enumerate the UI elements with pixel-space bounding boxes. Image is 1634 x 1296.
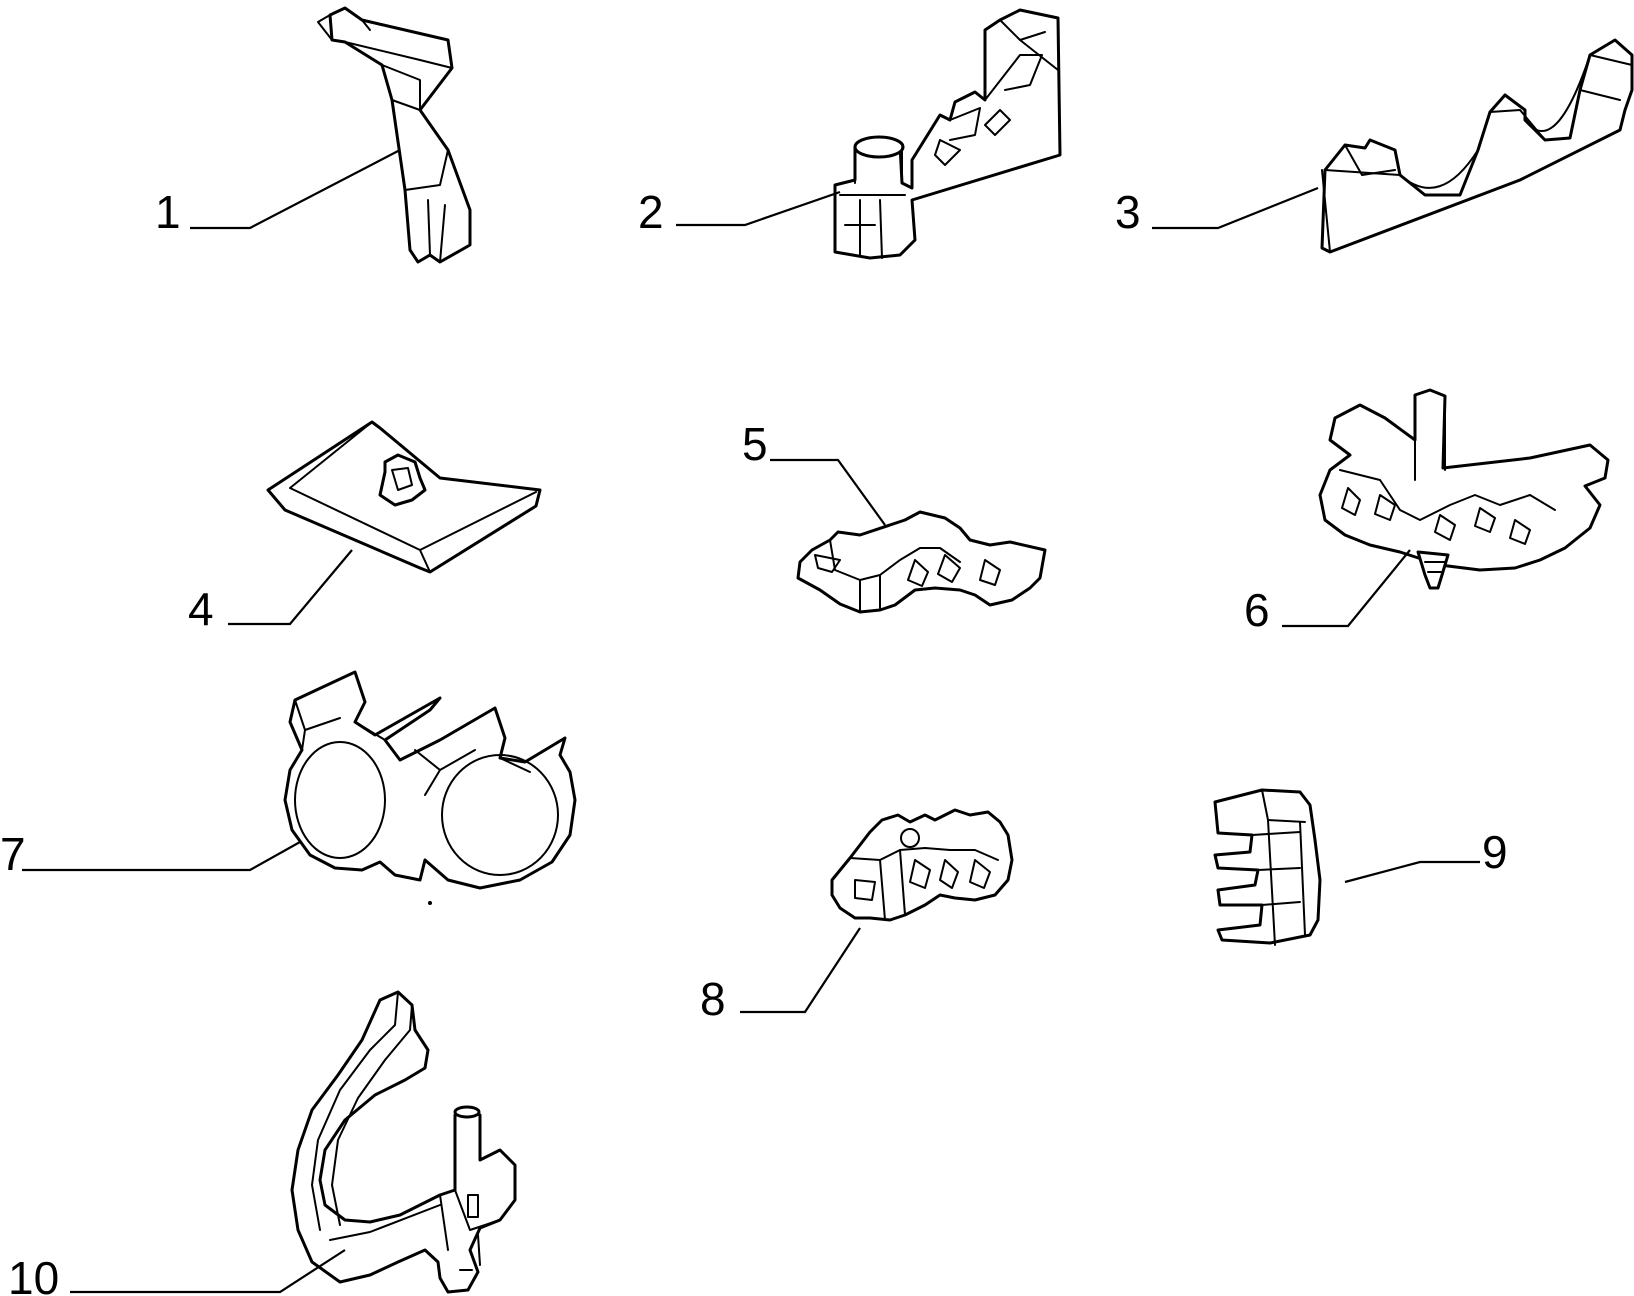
part-label-6: 6: [1244, 584, 1270, 636]
part-label-8: 8: [700, 973, 726, 1025]
part-2-post-bracket: 2: [638, 8, 1062, 260]
part-label-9: 9: [1482, 826, 1508, 878]
part-label-5: 5: [742, 418, 768, 470]
part-label-7: 7: [0, 828, 26, 880]
stray-dot: [428, 901, 432, 905]
part-9-e-clip: 9: [1213, 788, 1508, 946]
part-label-4: 4: [188, 583, 214, 635]
part-1-bracket: 1: [155, 6, 472, 264]
part-10-hook-clip: 10: [8, 990, 517, 1296]
part-8-cross-clip: 8: [700, 808, 1014, 1025]
part-5-multi-clip: 5: [742, 418, 1047, 614]
part-label-10: 10: [8, 1252, 59, 1296]
part-4-plate-clip: 4: [188, 420, 542, 635]
part-3-saddle-clip: 3: [1115, 38, 1634, 254]
part-label-3: 3: [1115, 186, 1141, 238]
part-7-ring-clip: 7: [0, 670, 577, 890]
part-label-1: 1: [155, 186, 181, 238]
part-6-pin-clip: 6: [1244, 388, 1610, 636]
part-label-2: 2: [638, 186, 664, 238]
